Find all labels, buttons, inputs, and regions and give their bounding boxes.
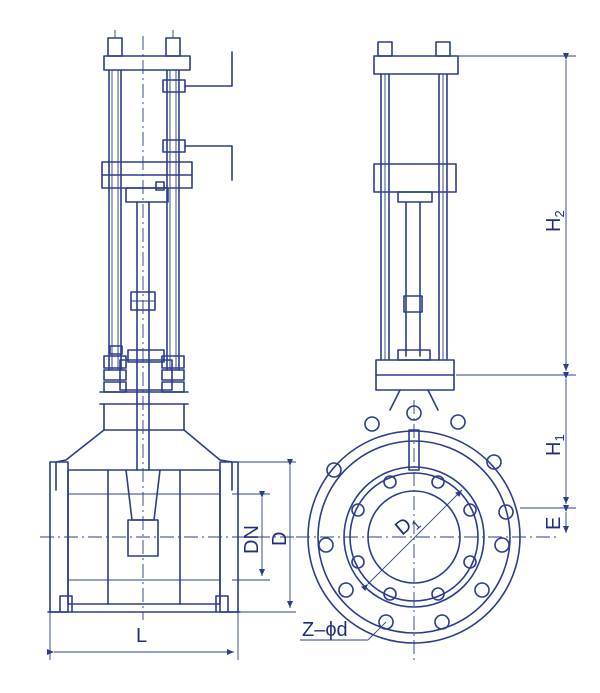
end-view: D1 <box>296 41 560 660</box>
dim-d-label: D <box>269 532 291 546</box>
dim-h2-label: H2 <box>543 210 567 232</box>
dim-h1-label: H1 <box>543 434 567 456</box>
front-view <box>40 30 300 620</box>
dim-e-label: E <box>543 517 565 530</box>
front-dimensions: L DN D <box>47 459 296 660</box>
dim-dn-label: DN <box>241 525 263 554</box>
end-dimensions: H2 H1 E Z–ϕd <box>302 53 576 641</box>
dim-l-label: L <box>136 625 147 647</box>
bolt-spec-label: Z–ϕd <box>302 619 348 641</box>
